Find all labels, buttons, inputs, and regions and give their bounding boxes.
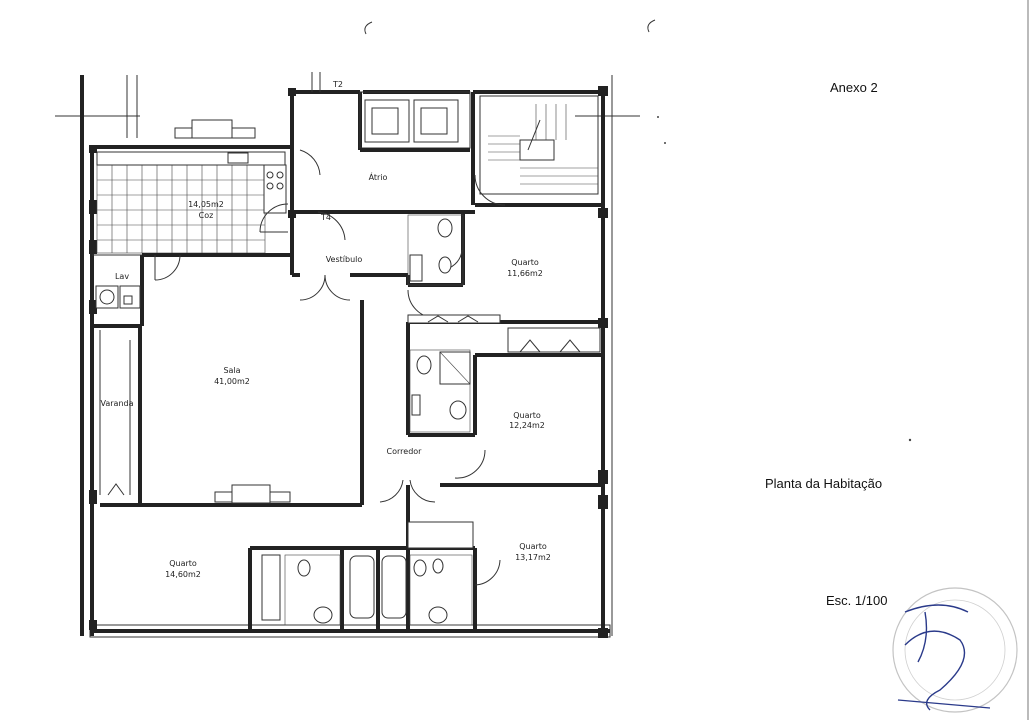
scan-mark <box>364 21 373 35</box>
interior-walls <box>92 90 603 630</box>
living-room-label: Sala <box>223 366 240 375</box>
scan-speck <box>657 116 659 118</box>
scan-mark <box>647 19 656 33</box>
elevators <box>359 91 471 152</box>
room4-area: 14,60m2 <box>165 570 201 579</box>
bathroom-middle <box>409 349 471 433</box>
corridor-label: Corredor <box>387 447 423 456</box>
staircase <box>479 95 599 195</box>
laundry-fixtures <box>95 285 141 309</box>
bathrooms-bottom <box>261 554 473 626</box>
doors <box>154 149 506 586</box>
room1-area: 11,66m2 <box>507 269 543 278</box>
room3-label: Quarto <box>519 542 547 551</box>
seal-stamp-icon <box>892 587 1018 713</box>
kitchen-tile-grid <box>96 164 266 254</box>
living-room-furniture <box>214 484 291 504</box>
room3-area: 13,17m2 <box>515 553 551 562</box>
handwritten-signature-icon <box>897 604 991 711</box>
t2-tag: T2 <box>332 80 343 89</box>
balcony-label: Varanda <box>101 399 134 408</box>
room1-label: Quarto <box>511 258 539 267</box>
t4-tag: T4 <box>320 213 331 222</box>
room2-label: Quarto <box>513 411 541 420</box>
scan-speck <box>908 438 912 442</box>
vestibule-label: Vestíbulo <box>326 255 363 264</box>
bathroom-small <box>407 214 464 286</box>
kitchen-label: Coz <box>199 211 214 220</box>
laundry-label: Lav <box>115 272 129 281</box>
columns <box>89 86 608 638</box>
room2-area: 12,24m2 <box>509 421 545 430</box>
furniture-top <box>174 119 256 139</box>
annex-label: Anexo 2 <box>830 80 878 95</box>
scale-label: Esc. 1/100 <box>826 593 888 608</box>
atrium-label: Átrio <box>369 171 388 182</box>
living-room-area: 41,00m2 <box>214 377 250 386</box>
room4-label: Quarto <box>169 559 197 568</box>
closets <box>407 314 601 549</box>
kitchen-counter <box>96 151 287 214</box>
kitchen-area-label: 14,05m2 <box>188 200 224 209</box>
scan-speck <box>664 142 666 144</box>
exterior-walls <box>80 72 613 638</box>
balcony <box>99 330 131 496</box>
plan-title: Planta da Habitação <box>765 476 883 491</box>
